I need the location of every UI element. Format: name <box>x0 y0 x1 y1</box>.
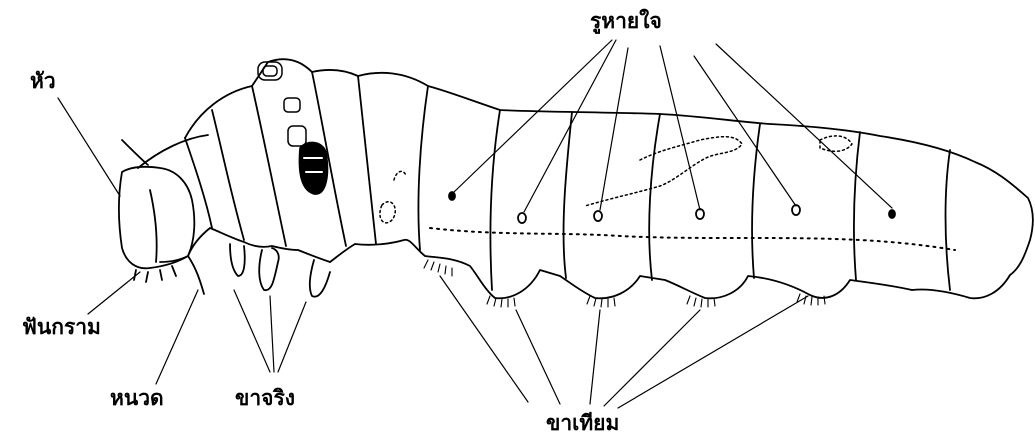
label-antenna: หนวด <box>110 387 164 408</box>
label-head: หัว <box>30 70 56 91</box>
true-legs <box>230 244 330 297</box>
label-spiracles: รูหายใจ <box>590 10 662 31</box>
label-prolegs: ขาเทียม <box>546 412 619 433</box>
body-outline <box>160 59 1033 298</box>
spiracle-dots <box>449 192 895 223</box>
label-true-legs: ขาจริง <box>235 387 295 408</box>
label-mandible: ฟันกราม <box>22 316 101 337</box>
lateral-dotted-line <box>430 228 955 250</box>
pointer-lines <box>58 40 892 408</box>
dorsal-markings <box>258 62 852 223</box>
head-capsule <box>119 135 208 294</box>
proleg-crochets <box>424 260 825 307</box>
